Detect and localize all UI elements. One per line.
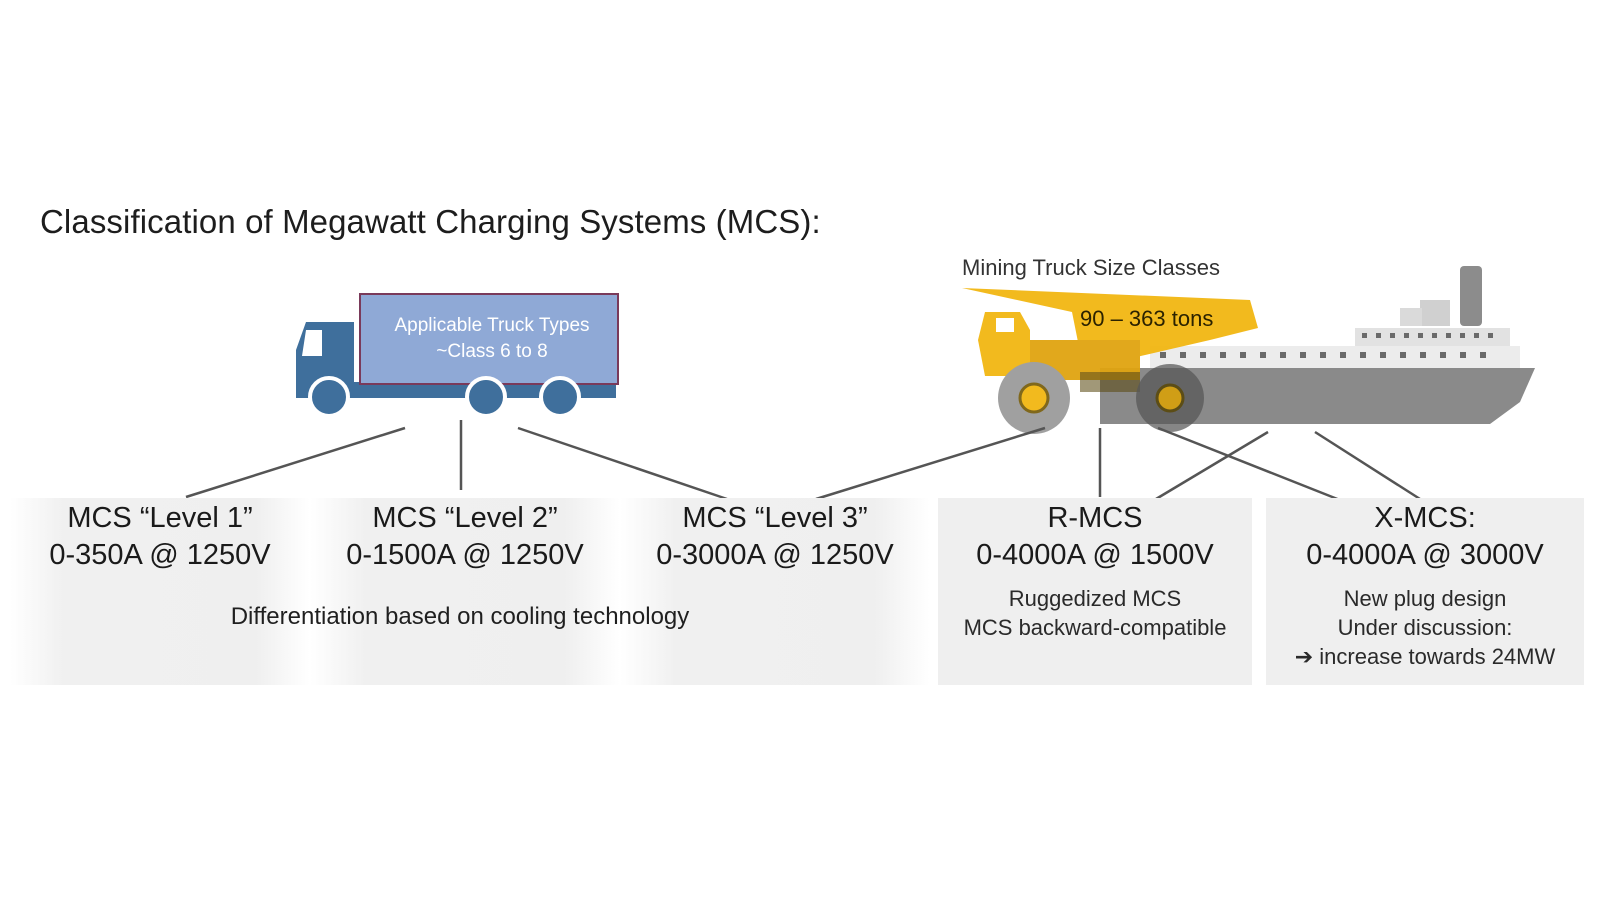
level-3-name: MCS “Level 3”: [682, 502, 868, 534]
truck-type-line2: ~Class 6 to 8: [436, 341, 548, 362]
mining-truck-tons: 90 – 363 tons: [1080, 306, 1214, 331]
ship-icon: [1100, 266, 1535, 424]
x-mcs-spec: 0-4000A @ 3000V: [1306, 539, 1544, 571]
r-mcs-note-2: MCS backward-compatible: [963, 615, 1227, 640]
x-mcs-name: X-MCS:: [1374, 502, 1476, 534]
connector-line: [517, 426, 728, 501]
r-mcs-spec: 0-4000A @ 1500V: [976, 539, 1214, 571]
connector-line: [1157, 426, 1351, 506]
x-mcs-box: X-MCS: 0-4000A @ 3000V New plug design U…: [1266, 498, 1584, 685]
x-mcs-note-2: Under discussion:: [1337, 615, 1513, 640]
connector-line: [1314, 430, 1421, 501]
r-mcs-note-1: Ruggedized MCS: [1008, 586, 1182, 611]
level-2-spec: 0-1500A @ 1250V: [346, 539, 584, 571]
cooling-differentiation-note: Differentiation based on cooling technol…: [230, 603, 690, 630]
r-mcs-box: R-MCS 0-4000A @ 1500V Ruggedized MCS MCS…: [938, 498, 1252, 685]
delivery-truck-icon: [296, 293, 619, 418]
mining-truck-icon: [962, 288, 1258, 434]
x-mcs-note-3: ➔ increase towards 24MW: [1294, 644, 1556, 669]
level-2-name: MCS “Level 2”: [372, 502, 558, 534]
truck-type-line1: Applicable Truck Types: [394, 315, 590, 336]
x-mcs-note-1: New plug design: [1343, 586, 1507, 611]
level-1-spec: 0-350A @ 1250V: [49, 539, 271, 571]
connector-lines: [185, 420, 1421, 506]
level-1-box: MCS “Level 1” 0-350A @ 1250V: [10, 498, 310, 685]
mining-truck-caption: Mining Truck Size Classes: [962, 255, 1220, 280]
r-mcs-name: R-MCS: [1047, 502, 1143, 534]
level-3-box: MCS “Level 3” 0-3000A @ 1250V: [620, 498, 930, 685]
r-mcs-notes: Ruggedized MCS MCS backward-compatible: [938, 584, 1252, 642]
level-2-box: MCS “Level 2” 0-1500A @ 1250V: [310, 498, 620, 685]
x-mcs-notes: New plug design Under discussion: ➔ incr…: [1266, 584, 1584, 671]
connector-line: [815, 426, 1046, 501]
connector-line: [185, 426, 406, 499]
page-title: Classification of Megawatt Charging Syst…: [40, 203, 821, 240]
connector-line: [1155, 430, 1269, 501]
level-3-spec: 0-3000A @ 1250V: [656, 539, 894, 571]
truck-type-label: Applicable Truck Types ~Class 6 to 8: [368, 313, 616, 365]
level-1-name: MCS “Level 1”: [67, 502, 253, 534]
